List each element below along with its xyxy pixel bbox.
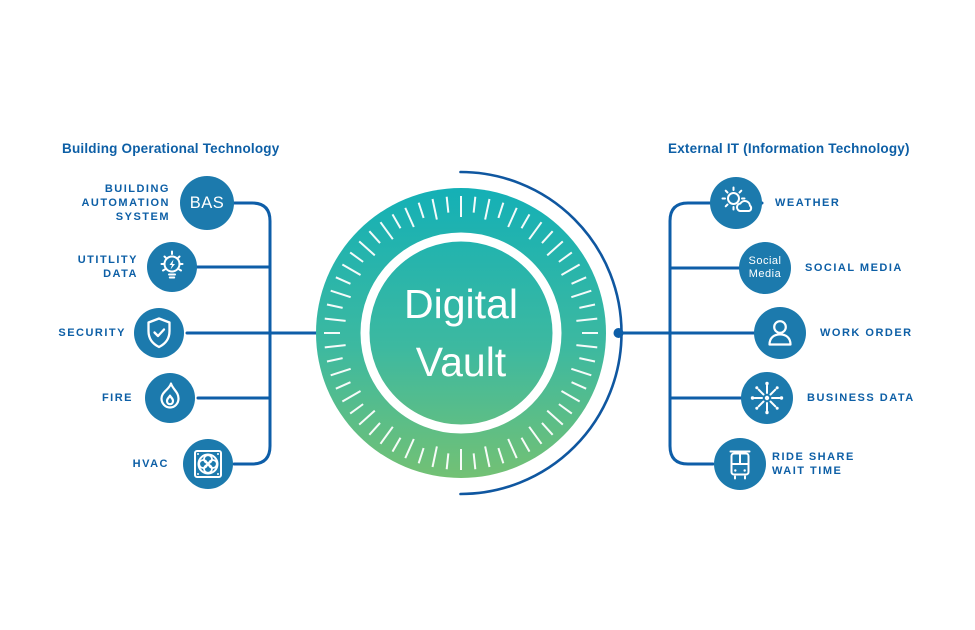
weather-node [710, 177, 762, 229]
flame-icon [160, 382, 180, 409]
social-media-node: Social Media [739, 242, 791, 294]
social-media-badge: Social Media [748, 255, 782, 280]
shield-check-icon [147, 317, 171, 349]
network-burst-icon [750, 381, 784, 415]
bas-badge: BAS [189, 193, 225, 212]
right-section-title: External IT (Information Technology) [668, 141, 910, 156]
label-weather: WEATHER [775, 197, 841, 209]
vault-title-line1: Digital [404, 281, 518, 327]
bas-node: BAS [180, 176, 234, 230]
person-icon [768, 320, 792, 346]
arc-junction-dot [613, 328, 624, 338]
work-order-node [754, 307, 806, 359]
label-work-order: WORK ORDER [820, 327, 913, 339]
label-social-media: SOCIAL MEDIA [805, 262, 903, 274]
business-data-node [741, 372, 793, 424]
fan-icon [194, 450, 222, 478]
security-node [134, 308, 184, 358]
fire-node [145, 373, 195, 423]
label-building-automation-system: BUILDING AUTOMATION SYSTEM [81, 183, 170, 223]
lightbulb-icon [160, 250, 184, 279]
label-fire: FIRE [101, 392, 133, 404]
ride-share-node [714, 438, 766, 490]
sun-cloud-icon [721, 186, 753, 212]
label-hvac: HVAC [132, 458, 169, 470]
vault-dial-icon [324, 196, 598, 470]
label-utility-data: UTITLITY DATA [77, 254, 138, 280]
left-section-title: Building Operational Technology [62, 141, 280, 156]
bus-icon [729, 450, 751, 480]
label-business-data: BUSINESS DATA [807, 392, 915, 404]
utility-data-node [147, 242, 197, 292]
vault-title-line2: Vault [415, 339, 507, 385]
digital-vault-circle: Digital Vault [316, 188, 606, 478]
hvac-node [183, 439, 233, 489]
vault-title: Digital Vault [404, 275, 518, 391]
label-ride-share-wait-time: RIDE SHARE WAIT TIME [772, 451, 855, 477]
label-security: SECURITY [58, 327, 126, 339]
